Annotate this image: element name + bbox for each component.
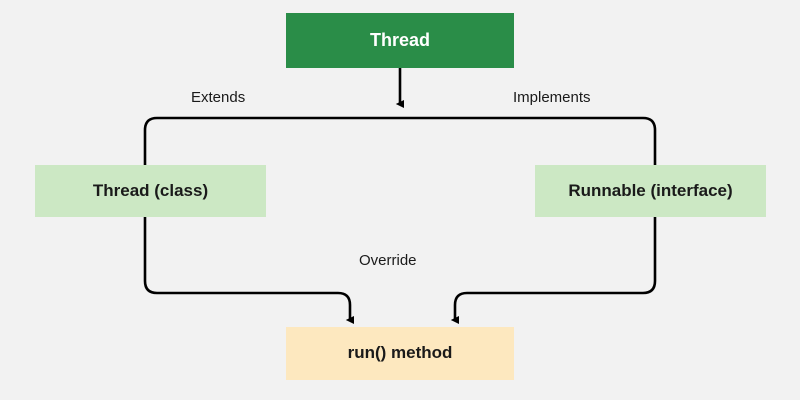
node-runnable-interface[interactable]: Runnable (interface) [535, 165, 766, 217]
node-run-method[interactable]: run() method [286, 327, 514, 380]
node-thread-class[interactable]: Thread (class) [35, 165, 266, 217]
node-runnable-interface-label: Runnable (interface) [568, 180, 733, 200]
node-thread-class-label: Thread (class) [92, 180, 209, 200]
node-run-method-label: run() method [347, 343, 453, 363]
edge-override-right [450, 280, 657, 325]
edge-label-extends: Extends [191, 89, 246, 106]
edge-label-implements: Implements [513, 89, 591, 106]
edge-override-left [143, 280, 355, 325]
edge-label-override: Override [359, 252, 417, 269]
node-thread-root-label: Thread [369, 29, 430, 50]
node-thread-root[interactable]: Thread [286, 13, 514, 68]
